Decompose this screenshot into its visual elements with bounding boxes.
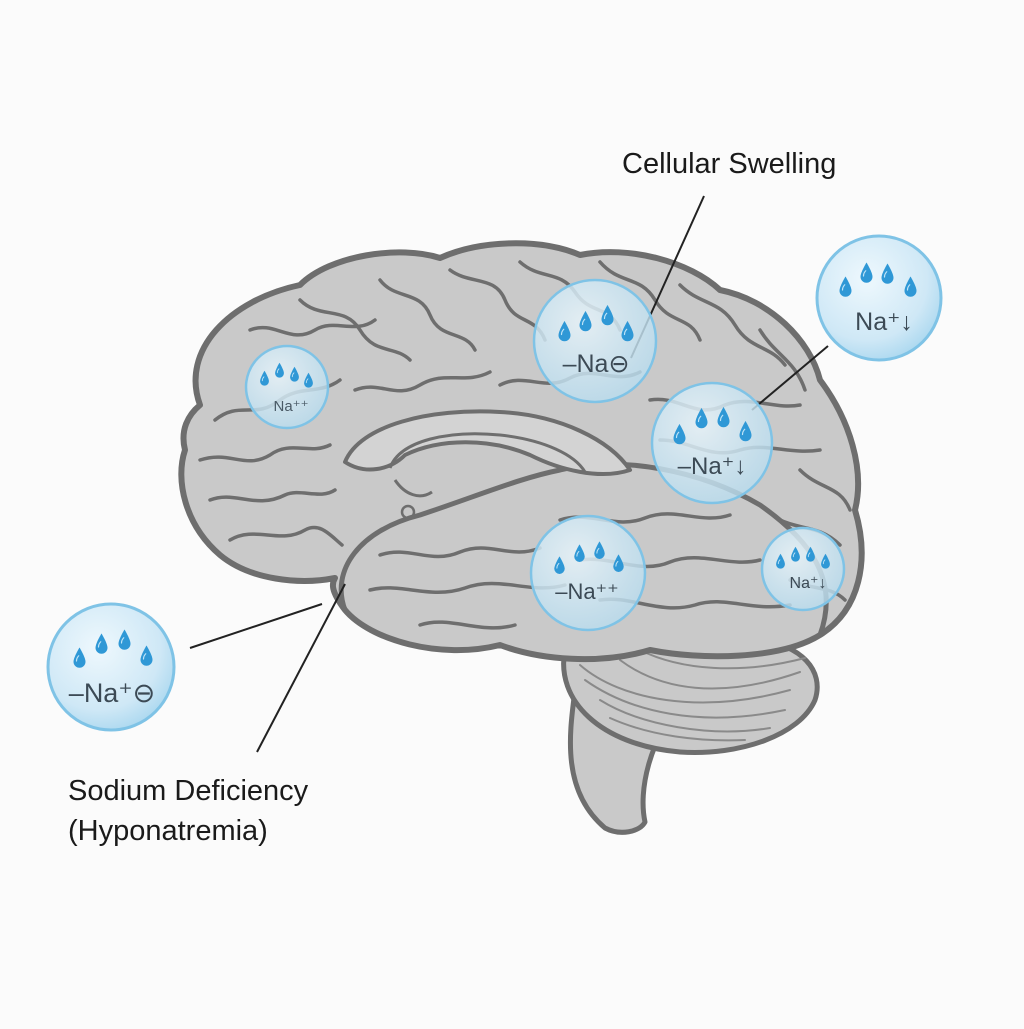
label-hyponatremia: (Hyponatremia) — [68, 815, 268, 847]
bubble-label: Na⁺⁺ — [273, 398, 308, 415]
brain-illustration — [178, 240, 865, 835]
thalamus — [388, 432, 587, 473]
bubble-label: –Na⁺⁺ — [555, 579, 619, 604]
leader-line-right-bubble — [751, 345, 829, 411]
bubble-label: –Na⊖ — [563, 350, 630, 378]
bubble-label: Na⁺↓ — [790, 575, 827, 592]
sodium-bubble: –Na⁺⁺ — [529, 514, 647, 632]
sodium-bubble: –Na⊖ — [532, 278, 658, 404]
leader-line-left-bubble — [189, 603, 323, 649]
sodium-bubble: Na⁺⁺ — [244, 344, 330, 430]
sodium-bubble: Na⁺↓ — [760, 526, 846, 612]
sodium-bubble: –Na⁺↓ — [650, 381, 774, 505]
label-sodium-deficiency: Sodium Deficiency — [68, 775, 309, 807]
bubble-label: –Na⁺⊖ — [69, 678, 155, 708]
label-cellular-swelling: Cellular Swelling — [622, 148, 836, 180]
corpus-callosum — [343, 409, 632, 477]
bubble-label: –Na⁺↓ — [678, 453, 747, 480]
sodium-bubble: Na⁺↓ — [815, 234, 943, 362]
cerebellum-folia — [579, 649, 806, 742]
bubble-label: Na⁺↓ — [855, 308, 913, 336]
sodium-bubble: –Na⁺⊖ — [46, 602, 176, 732]
leader-line-deficiency — [256, 583, 346, 753]
